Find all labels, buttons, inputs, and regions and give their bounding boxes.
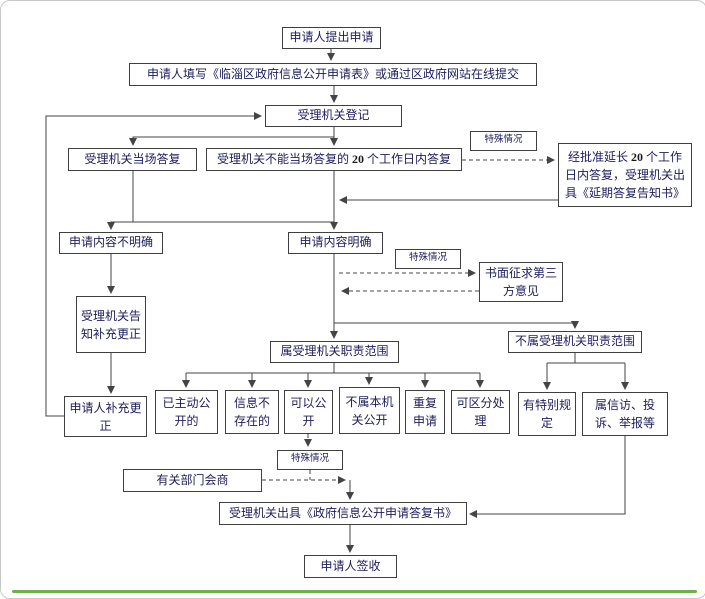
extend-number: 20 [631, 150, 643, 164]
node-in-scope-label: 属受理机关职责范围 [280, 344, 389, 359]
node-repeat-apply-label: 重复申请 [412, 396, 437, 428]
node-apply: 申请人提出申请 [282, 27, 381, 49]
node-can-public-label: 可以公开 [290, 396, 327, 428]
node-info-not-exist: 信息不存在的 [225, 390, 279, 434]
node-20day-reply-label: 受理机关不能当场答复的 20 个工作日内答复 [216, 151, 452, 166]
node-fill-form: 申请人填写《临淄区政府信息公开申请表》或通过区政府网站在线提交 [129, 63, 537, 86]
node-petition: 属信访、投诉、举报等 [582, 392, 668, 436]
node-not-in-scope-label: 不属受理机关职责范围 [514, 334, 635, 349]
node-already-public-label: 已主动公开的 [162, 396, 211, 428]
node-onspot-reply-label: 受理机关当场答复 [84, 151, 181, 166]
node-special-case-2: 特殊情况 [395, 249, 461, 269]
day20-number: 20 [352, 151, 364, 166]
node-special-case-2-label: 特殊情况 [408, 253, 447, 264]
node-applicant-supplement-label: 申请人补充更正 [69, 400, 142, 433]
node-sign-label: 申请人签收 [320, 558, 381, 573]
node-notify-supplement-label: 受理机关告知补充更正 [81, 308, 142, 341]
node-20day-reply: 受理机关不能当场答复的 20 个工作日内答复 [206, 148, 462, 171]
node-special-case-1: 特殊情况 [470, 131, 537, 151]
node-issue-reply-label: 受理机关出具《政府信息公开申请答复书》 [228, 505, 457, 520]
node-separable: 可区分处理 [451, 390, 510, 434]
node-special-case-3-label: 特殊情况 [290, 454, 329, 465]
node-special-rule: 有特别规定 [518, 392, 576, 436]
node-not-in-scope: 不属受理机关职责范围 [508, 331, 642, 353]
node-sign: 申请人签收 [304, 555, 397, 578]
node-can-public: 可以公开 [284, 390, 333, 434]
node-separable-label: 可区分处理 [456, 396, 505, 428]
node-in-scope: 属受理机关职责范围 [270, 341, 399, 363]
node-dept-consult: 有关部门会商 [123, 469, 262, 492]
node-thirdparty-opinion-label: 书面征求第三方意见 [484, 266, 557, 298]
node-repeat-apply: 重复申请 [405, 390, 445, 434]
node-petition-label: 属信访、投诉、举报等 [594, 398, 655, 430]
node-special-rule-label: 有特别规定 [523, 398, 572, 430]
node-already-public: 已主动公开的 [155, 390, 218, 434]
node-special-case-3: 特殊情况 [277, 450, 343, 470]
node-dept-consult-label: 有关部门会商 [156, 472, 229, 487]
node-content-unclear-label: 申请内容不明确 [68, 235, 153, 250]
node-extend-reply-label: 经批准延长 20 个工作日内答复，受理机关出具《延期答复告知书》 [564, 150, 685, 200]
node-content-clear: 申请内容明确 [288, 232, 383, 254]
node-onspot-reply: 受理机关当场答复 [68, 148, 197, 171]
node-not-this-org: 不属本机关公开 [339, 387, 400, 434]
node-thirdparty-opinion: 书面征求第三方意见 [479, 262, 563, 302]
node-content-unclear: 申请内容不明确 [59, 232, 163, 254]
node-register-label: 受理机关登记 [297, 108, 370, 123]
node-issue-reply: 受理机关出具《政府信息公开申请答复书》 [219, 502, 467, 525]
node-fill-form-label: 申请人填写《临淄区政府信息公开申请表》或通过区政府网站在线提交 [146, 66, 519, 81]
node-not-this-org-label: 不属本机关公开 [345, 394, 394, 427]
bottom-border-line [12, 590, 697, 593]
node-register: 受理机关登记 [265, 105, 402, 127]
node-apply-label: 申请人提出申请 [289, 30, 374, 45]
node-content-clear-label: 申请内容明确 [299, 235, 372, 250]
node-notify-supplement: 受理机关告知补充更正 [76, 296, 146, 353]
node-info-not-exist-label: 信息不存在的 [233, 396, 270, 428]
node-special-case-1-label: 特殊情况 [484, 135, 523, 146]
node-extend-reply: 经批准延长 20 个工作日内答复，受理机关出具《延期答复告知书》 [558, 143, 692, 207]
node-applicant-supplement: 申请人补充更正 [64, 396, 147, 437]
